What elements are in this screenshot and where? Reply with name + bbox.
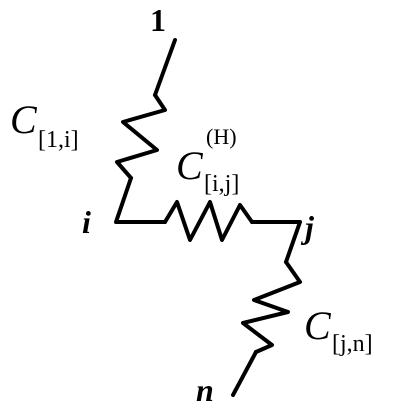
resistor-c2-zigzag [163, 200, 254, 242]
node-label-1: 1 [150, 2, 166, 38]
c2-symbol: C [176, 143, 203, 188]
c2-superscript: (H) [206, 124, 237, 149]
wire-i-corner [114, 176, 167, 224]
c1-subscript: [1,i] [38, 127, 79, 153]
wire-j-corner [250, 220, 302, 264]
c2-subscript: [i,j] [204, 171, 240, 197]
resistor-c1-zigzag [115, 93, 167, 180]
node-label-n: n [196, 372, 214, 408]
c3-symbol: C [304, 303, 331, 348]
node-label-j: j [305, 209, 314, 245]
c1-symbol: C [10, 97, 37, 142]
resistor-c3-zigzag [241, 260, 302, 354]
node-label-i: i [82, 204, 91, 240]
c3-subscript: [j,n] [332, 331, 373, 357]
wire-bottom [231, 350, 258, 397]
wire-top [153, 38, 177, 97]
